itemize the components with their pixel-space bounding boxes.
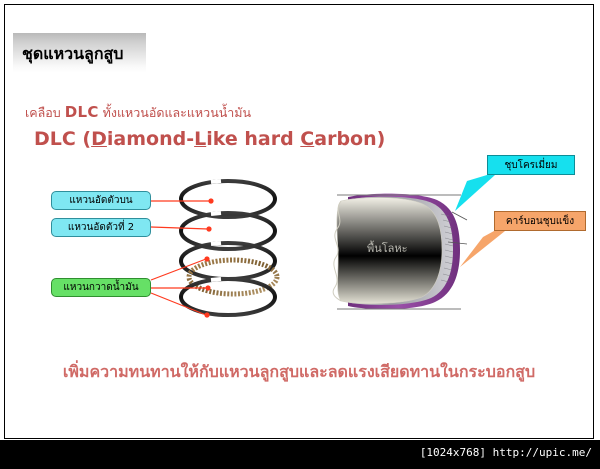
subtitle-suffix: ทั้งแหวนอัดและแหวนน้ำมัน: [98, 105, 252, 120]
label-metal-substrate: พื้นโลหะ: [367, 242, 408, 255]
dlc-initial-c: C: [300, 128, 315, 150]
label-hard-carbon[interactable]: คาร์บอนชุบแข็ง: [494, 211, 586, 231]
label-chrome-plating[interactable]: ชุบโครเมี่ยม: [487, 155, 575, 175]
silver-hatch-marks: [440, 213, 454, 283]
dlc-initial-l: L: [194, 128, 207, 150]
subtitle-keyword: DLC: [64, 103, 99, 121]
callout-leader-lines: [447, 211, 468, 245]
conclusion-text: เพิ่มความทนทานให้กับแหวนลูกสูบและลดแรงเส…: [62, 362, 536, 381]
watermark-text: [1024x768] http://upic.me/: [419, 446, 592, 459]
ring-5-oil-rail-lower: [179, 277, 277, 317]
ring-4-oil-expander: [186, 257, 280, 297]
title-plate: ชุดแหวนลูกสูบ: [13, 33, 146, 73]
label-second-compression-ring[interactable]: แหวนอัดตัวที่ 2: [51, 218, 151, 237]
callout-pointer-chrome: [455, 175, 495, 211]
label-top-compression-ring[interactable]: แหวนอัดตัวบน: [51, 191, 151, 210]
leader-oil-a: [150, 258, 207, 281]
subtitle-prefix: เคลือบ: [25, 105, 65, 120]
subtitle: เคลือบ DLC ทั้งแหวนอัดและแหวนน้ำมัน: [25, 103, 251, 123]
label-oil-scraper-ring[interactable]: แหวนกวาดน้ำมัน: [51, 278, 151, 297]
slide-frame: ชุดแหวนลูกสูบ เคลือบ DLC ทั้งแหวนอัดและแ…: [4, 4, 594, 439]
leader-lines-left: [150, 200, 210, 316]
substrate-torn-edge: [332, 200, 342, 302]
bottom-bar: [1024x768] http://upic.me/: [0, 440, 600, 469]
leader-dots-left: [204, 198, 214, 318]
ring-1-top-compression: [179, 179, 277, 219]
leader-oil-c: [150, 292, 207, 316]
ring-2-second-compression: [179, 211, 277, 251]
dlc-heading: DLC (Diamond-Like hard Carbon): [34, 128, 386, 150]
page-title: ชุดแหวนลูกสูบ: [22, 44, 124, 63]
callout-pointer-carbon: [460, 231, 505, 267]
ring-3-oil-rail-upper: [179, 241, 277, 281]
leader-second-ring: [150, 226, 209, 230]
dlc-initial-d: D: [91, 128, 107, 150]
